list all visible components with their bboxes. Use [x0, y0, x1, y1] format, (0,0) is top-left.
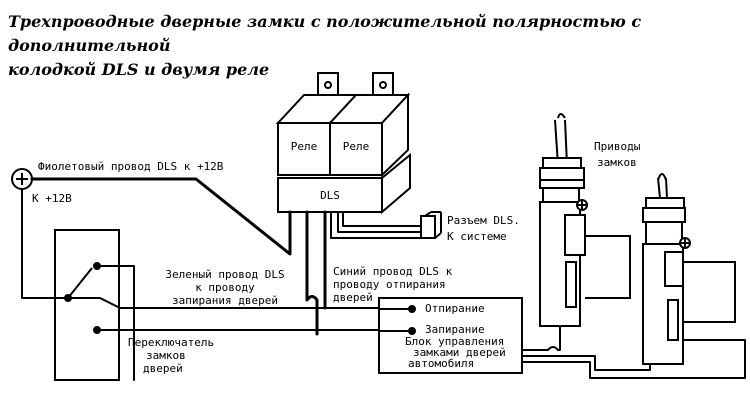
switch-label-2: замков — [146, 349, 186, 362]
actuators-label-2: замков — [597, 156, 637, 169]
lock-control-module — [378, 297, 523, 374]
green-wire-label-2: к проводу — [195, 281, 255, 294]
module-label-3: автомобиля — [408, 357, 475, 370]
connector-label-1: Разъем DLS. — [447, 214, 520, 227]
violet-wire — [30, 177, 292, 256]
switch-label-3: дверей — [143, 362, 183, 375]
green-wire-label-1: Зеленый провод DLS — [165, 268, 285, 281]
relay-1-front — [277, 122, 331, 176]
blue-wire-label-1: Синий провод DLS к — [333, 265, 453, 278]
title-line-1: Трехпроводные дверные замки с положитель… — [8, 12, 642, 55]
connector-wires — [330, 211, 422, 239]
diagram-title: Трехпроводные дверные замки с положитель… — [8, 10, 744, 82]
plus12-label: К +12В — [32, 192, 72, 205]
module-label-2: замками дверей — [413, 346, 506, 359]
relay-assembly — [275, 72, 411, 215]
relay-2-side — [381, 92, 409, 178]
title-line-2: колодкой DLS и двумя реле — [8, 60, 270, 79]
connector-label-2: К системе — [447, 230, 507, 243]
module-to-actuators — [521, 325, 746, 379]
plus12-wire — [21, 188, 69, 299]
door-lock-switch — [54, 229, 120, 381]
blue-wire-label-3: дверей — [333, 291, 373, 304]
switch-center-wire — [67, 297, 380, 309]
relay-1-label: Реле — [290, 140, 318, 153]
dls-connector — [420, 215, 436, 239]
relay-2-tab-hole — [379, 81, 387, 89]
door-actuator-1 — [539, 113, 631, 327]
actuators-label-1: Приводы — [594, 140, 641, 153]
door-actuator-2 — [642, 173, 736, 365]
relay-1-tab-hole — [324, 81, 332, 89]
unlock-label: Отпирание — [425, 302, 485, 315]
blue-wire-label-2: проводу отпирания — [333, 278, 446, 291]
switch-top-wire — [96, 265, 135, 381]
dls-block — [277, 177, 383, 213]
green-wire-label-3: запирания дверей — [172, 294, 278, 307]
switch-label-1: Переключатель — [128, 336, 215, 349]
green-wire — [305, 210, 319, 336]
module-label-1: Блок управления — [405, 335, 505, 348]
violet-wire-label: Фиолетовый провод DLS к +12В — [38, 160, 224, 173]
lock-label: Запирание — [425, 323, 485, 336]
relay-2-label: Реле — [342, 140, 370, 153]
dls-label: DLS — [320, 189, 340, 202]
